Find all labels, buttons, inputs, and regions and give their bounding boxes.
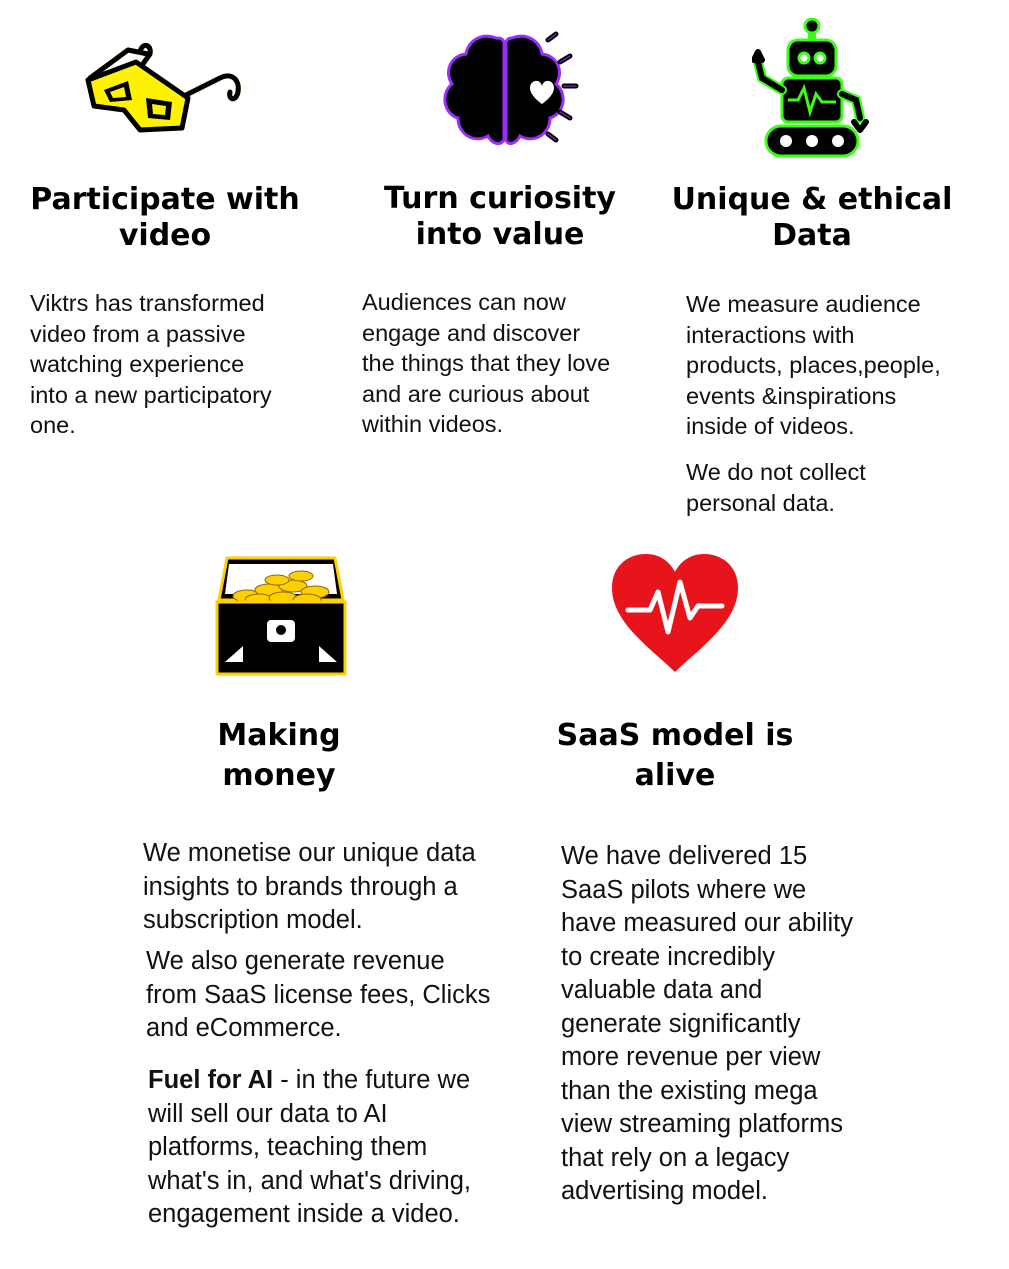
robot-icon xyxy=(752,18,869,158)
feature-title-curiosity: Turn curiosity into value xyxy=(384,181,616,252)
feature-title-participate: Participate with video xyxy=(30,182,300,253)
fuel-for-ai-text: - in the future we will sell our data to… xyxy=(148,1066,471,1228)
fuel-for-ai-label: Fuel for AI xyxy=(148,1066,274,1094)
feature-title-ethical-data: Unique & ethical Data xyxy=(671,182,953,253)
feature-text-fuel-for-ai: Fuel for AI - in the future we will sell… xyxy=(148,1064,538,1232)
heartbeat-icon xyxy=(612,554,738,672)
feature-text-saas: We have delivered 15 SaaS pilots where w… xyxy=(561,842,853,1205)
feature-text-participate: Viktrs has transformed video from a pass… xyxy=(30,290,272,438)
feature-text-ethical-data-2: We do not collect personal data. xyxy=(686,459,866,516)
feature-title-saas: SaaS model is alive xyxy=(556,718,794,793)
3d-glasses-icon xyxy=(85,43,241,133)
treasure-chest-icon xyxy=(215,556,347,676)
feature-text-making-money-1: We monetise our unique data insights to … xyxy=(143,839,476,934)
brain-heart-icon xyxy=(443,31,579,145)
feature-title-making-money: Making money xyxy=(217,718,341,793)
feature-text-making-money-2: We also generate revenue from SaaS licen… xyxy=(146,947,491,1042)
feature-text-curiosity: Audiences can now engage and discover th… xyxy=(362,289,611,437)
feature-text-ethical-data-1: We measure audience interactions with pr… xyxy=(686,291,941,439)
